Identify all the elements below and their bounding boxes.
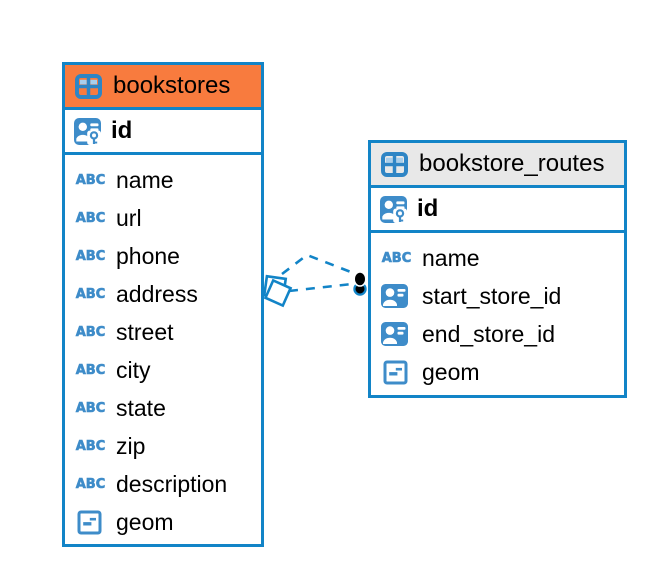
column-name: state [116,394,166,421]
column-name: id [111,117,133,144]
entity-bookstore-routes-header[interactable]: bookstore_routes [371,143,624,188]
text-type-icon: ABC [381,250,412,266]
geometry-type-icon [383,360,408,384]
column-row-name[interactable]: ABC name [371,239,624,277]
geometry-type-icon [77,510,102,534]
relationship-line-end-store-id[interactable] [281,253,357,276]
column-list: ABC name start_store_id [371,233,624,391]
column-name: description [116,470,228,497]
text-type-icon: ABC [75,286,106,302]
text-type-icon: ABC [75,476,106,492]
entity-bookstores-header[interactable]: bookstores [65,65,261,110]
relationship-target-anchor-dots[interactable] [353,271,367,296]
column-name: end_store_id [422,320,555,347]
entity-title: bookstores [113,72,231,99]
entity-title: bookstore_routes [419,150,605,177]
table-icon [75,73,102,99]
column-row-state[interactable]: ABC state [65,389,261,427]
column-row-street[interactable]: ABC street [65,313,261,351]
entity-bookstore-routes[interactable]: bookstore_routes id ABC name [368,140,627,398]
column-list: ABC name ABC url ABC phone ABC address A… [65,155,261,541]
text-type-icon: ABC [75,362,106,378]
text-type-icon: ABC [75,210,106,226]
text-type-icon: ABC [75,324,106,340]
column-name: address [116,280,198,307]
text-type-icon: ABC [75,172,106,188]
column-row-description[interactable]: ABC description [65,465,261,503]
column-row-url[interactable]: ABC url [65,199,261,237]
column-row-id[interactable]: id [65,110,261,155]
column-row-zip[interactable]: ABC zip [65,427,261,465]
column-row-id[interactable]: id [371,188,624,233]
column-row-start-store-id[interactable]: start_store_id [371,277,624,315]
column-name: id [417,195,439,222]
column-name: phone [116,242,180,269]
column-name: city [116,356,151,383]
primary-key-icon [74,117,101,145]
text-type-icon: ABC [75,248,106,264]
column-name: street [116,318,174,345]
text-type-icon: ABC [75,438,106,454]
column-name: name [116,166,174,193]
primary-key-icon [380,195,407,223]
column-name: zip [116,432,146,459]
column-row-city[interactable]: ABC city [65,351,261,389]
reference-type-icon [381,284,408,308]
column-row-end-store-id[interactable]: end_store_id [371,315,624,353]
relationship-line-start-store-id[interactable] [288,282,353,293]
column-row-address[interactable]: ABC address [65,275,261,313]
text-type-icon: ABC [75,400,106,416]
column-row-phone[interactable]: ABC phone [65,237,261,275]
reference-type-icon [381,322,408,346]
column-row-geom[interactable]: geom [371,353,624,391]
column-name: geom [116,508,174,535]
column-name: name [422,244,480,271]
table-icon [381,151,408,177]
column-name: start_store_id [422,282,562,309]
column-name: geom [422,358,480,385]
entity-bookstores[interactable]: bookstores id ABC name ABC [62,62,264,547]
column-row-name[interactable]: ABC name [65,161,261,199]
column-name: url [116,204,142,231]
column-row-geom[interactable]: geom [65,503,261,541]
relationship-source-anchor-diamonds[interactable] [262,274,293,308]
